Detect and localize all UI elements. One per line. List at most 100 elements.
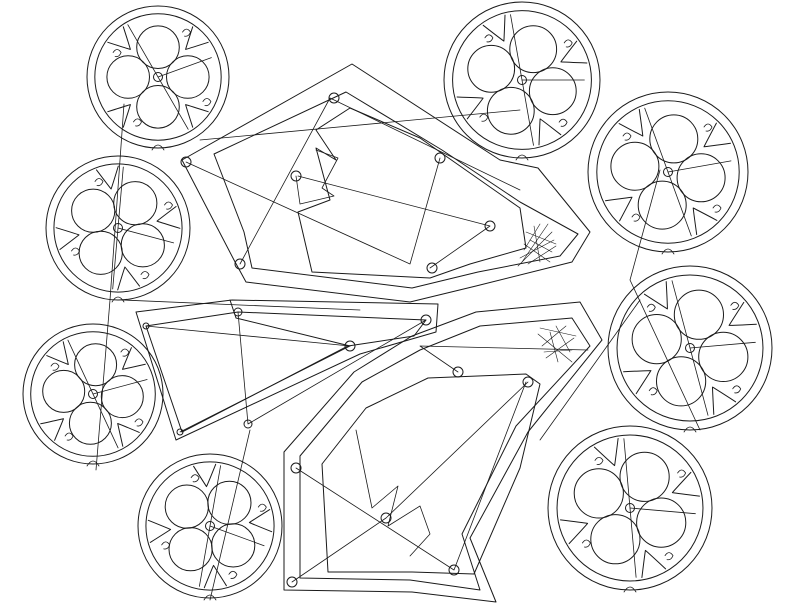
rosette-wheels [22, 1, 773, 601]
rosette-cusp [703, 122, 731, 148]
rosette-lobe [636, 497, 687, 548]
rosette-lobe [113, 181, 158, 226]
rosette-lobe [610, 141, 660, 191]
rosette-cusp [55, 227, 80, 250]
lower-frame-outer-outline [283, 301, 603, 603]
rosette-hook [120, 348, 130, 357]
upper-frame-brace-a [297, 175, 491, 269]
rosette-hook [594, 457, 604, 465]
middle-bracket-hole [176, 428, 184, 436]
rosette-lobe [106, 55, 150, 99]
rosette-hook [484, 34, 494, 43]
rosette-outer-ring [587, 91, 749, 253]
rosette-inner-ring [30, 331, 156, 457]
rosette-hook [202, 98, 212, 107]
lower-frame-hole [452, 366, 464, 378]
rosette-cusp [618, 109, 644, 137]
rosette-tab [661, 248, 675, 255]
rosette-cusp [96, 165, 119, 190]
rosette-outer-ring [86, 5, 230, 149]
rosette-tab [111, 296, 125, 303]
lower-frame-hole [286, 576, 298, 588]
rosette-lobe [528, 67, 577, 116]
upper-frame-hole [290, 170, 302, 182]
rosette-inner-ring [452, 10, 592, 150]
upper-frame-brace-c [239, 97, 521, 265]
rosette-lobe [136, 25, 180, 69]
rosette-cusp [671, 471, 700, 497]
rosette-cusp [623, 370, 652, 395]
rosette-cusp [107, 104, 131, 128]
rosette-cusp [46, 341, 69, 365]
rosette-lobe [637, 180, 687, 230]
rosette-wheel [137, 453, 283, 601]
middle-bracket-hole [142, 322, 150, 330]
rosette-lobe [71, 188, 116, 233]
upper-frame-outer-outline [181, 63, 591, 303]
rosette-cusp [107, 26, 131, 50]
rosette-lobe [649, 114, 699, 164]
middle-bracket-outer [135, 299, 439, 441]
upper-frame-hole [426, 262, 438, 274]
rosette-wheel [22, 323, 164, 467]
upper-frame-hole [180, 156, 192, 168]
frame-parts [135, 63, 603, 603]
construction-lines [95, 103, 701, 601]
rosette-hook [164, 201, 173, 210]
rosette-lobe [207, 480, 252, 525]
rosette-wheel [587, 91, 749, 255]
rosette-outer-ring [547, 425, 713, 591]
rosette-cusp [248, 509, 273, 533]
rosette-tab [203, 594, 217, 601]
rosette-inner-ring [53, 163, 183, 293]
upper-frame-inner-outline [213, 91, 579, 289]
rosette-hook [730, 301, 740, 310]
lower-frame-hole [380, 512, 392, 524]
rosette-chord [157, 57, 212, 78]
lower-frame-brace-a [295, 381, 527, 571]
rosette-inner-ring [94, 13, 222, 141]
upper-frame-zigzag [295, 149, 339, 205]
rosette-wheel [45, 155, 191, 303]
upper-frame-hatch [517, 223, 557, 267]
rosette-hook [140, 271, 150, 280]
rosette-cusp [482, 14, 506, 42]
rosette-chord [667, 160, 732, 173]
middle-bracket-hole [243, 419, 253, 429]
rosette-inner-ring [556, 434, 704, 582]
rosette-cusp [643, 281, 668, 310]
lower-frame-cutout [321, 373, 541, 575]
upper-frame-hole [328, 92, 340, 104]
rosette-hook [182, 28, 191, 37]
rosette-hub [153, 72, 163, 82]
rosette-hook [161, 541, 171, 550]
rosette-lobe [166, 55, 210, 99]
rosette-inner-ring [616, 274, 764, 422]
rosette-hook [703, 123, 713, 132]
construction-line [539, 299, 641, 441]
middle-bracket-hole [233, 307, 243, 317]
rosette-hook [558, 118, 568, 127]
middle-bracket-hole [344, 340, 356, 352]
rosette-lobe [656, 356, 707, 407]
rosette-cusp [117, 423, 140, 447]
rosette-lobe [467, 44, 516, 93]
rosette-cusp [122, 347, 146, 370]
lower-frame-brace-c [419, 345, 589, 373]
rosette-cusp [40, 418, 64, 441]
lower-frame-brace-b [291, 381, 529, 583]
middle-bracket-brace-b [237, 311, 427, 425]
upper-frame-hole [484, 220, 496, 232]
rosette-lobe [509, 25, 558, 74]
rosette-hook [112, 49, 122, 58]
lower-frame-zigzag [355, 429, 431, 557]
rosette-hook [64, 432, 74, 441]
lower-frame-hole [522, 376, 534, 388]
rosette-tab [86, 460, 100, 467]
lower-frame-hatch [537, 325, 577, 363]
rosette-hook [257, 503, 267, 512]
rosette-hook [563, 39, 573, 48]
rosette-lobe [68, 401, 112, 445]
rosette-outer-ring [137, 453, 283, 599]
